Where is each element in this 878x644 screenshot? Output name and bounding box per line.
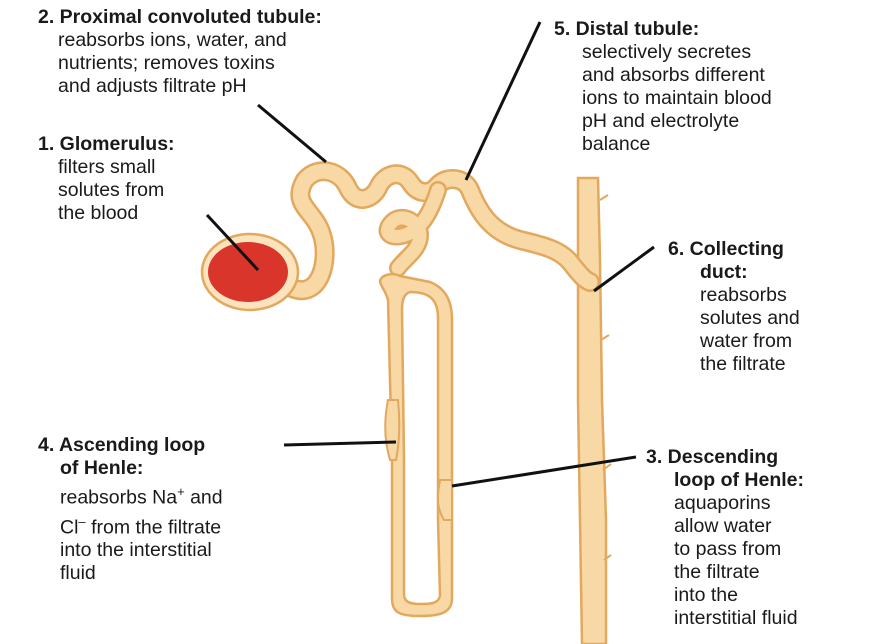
leader-line-glomerulus: [205, 213, 260, 272]
label-ascending-text-post: from the filtrate: [85, 516, 222, 538]
sodium-superscript: +: [177, 484, 185, 499]
label-ascending-text-cl: Cl: [60, 516, 79, 538]
leader-line-distal: [464, 21, 542, 181]
leader-line-collecting: [593, 245, 655, 293]
label-descending-title-1: 3. Descending: [646, 446, 779, 468]
label-collecting-text: reabsorbs solutes and water from the fil…: [700, 284, 800, 375]
label-ascending-text-rest: into the interstitial fluid: [60, 539, 212, 584]
label-collecting-duct: 6. Collecting duct: reabsorbs solutes an…: [668, 238, 800, 376]
label-collecting-title-1: 6. Collecting: [668, 238, 784, 260]
label-distal-text: selectively secretes and absorbs differe…: [582, 41, 772, 155]
label-proximal-text: reabsorbs ions, water, and nutrients; re…: [58, 29, 287, 97]
collecting-duct: [576, 176, 612, 644]
label-collecting-title-2: duct:: [700, 261, 748, 283]
label-ascending-text-mid: and: [184, 486, 223, 509]
label-proximal-title: 2. Proximal convoluted tubule:: [38, 6, 322, 28]
label-glomerulus: 1. Glomerulus: filters small solutes fro…: [38, 133, 175, 225]
label-descending-text: aquaporins allow water to pass from the …: [674, 492, 798, 629]
chloride-superscript: –: [78, 513, 86, 529]
label-ascending-title-2: of Henle:: [60, 457, 144, 479]
label-descending-loop: 3. Descending loop of Henle: aquaporins …: [646, 446, 804, 630]
leader-line-proximal: [257, 103, 327, 164]
label-glomerulus-title: 1. Glomerulus:: [38, 133, 175, 155]
glomerulus: [200, 232, 300, 312]
label-ascending-title-1: 4. Ascending loop: [38, 434, 206, 456]
label-distal-title: 5. Distal tubule:: [554, 18, 700, 40]
label-ascending-loop: 4. Ascending loop of Henle: reabsorbs Na…: [38, 434, 223, 585]
leader-line-ascending: [283, 440, 397, 447]
leader-line-descending: [451, 455, 637, 488]
label-proximal-convoluted-tubule: 2. Proximal convoluted tubule: reabsorbs…: [38, 6, 322, 98]
label-descending-title-2: loop of Henle:: [674, 469, 804, 491]
label-ascending-text-pre: reabsorbs Na: [60, 486, 178, 509]
label-glomerulus-text: filters small solutes from the blood: [58, 156, 165, 224]
nephron-tubule: [282, 161, 600, 618]
label-distal-tubule: 5. Distal tubule: selectively secretes a…: [554, 18, 772, 156]
